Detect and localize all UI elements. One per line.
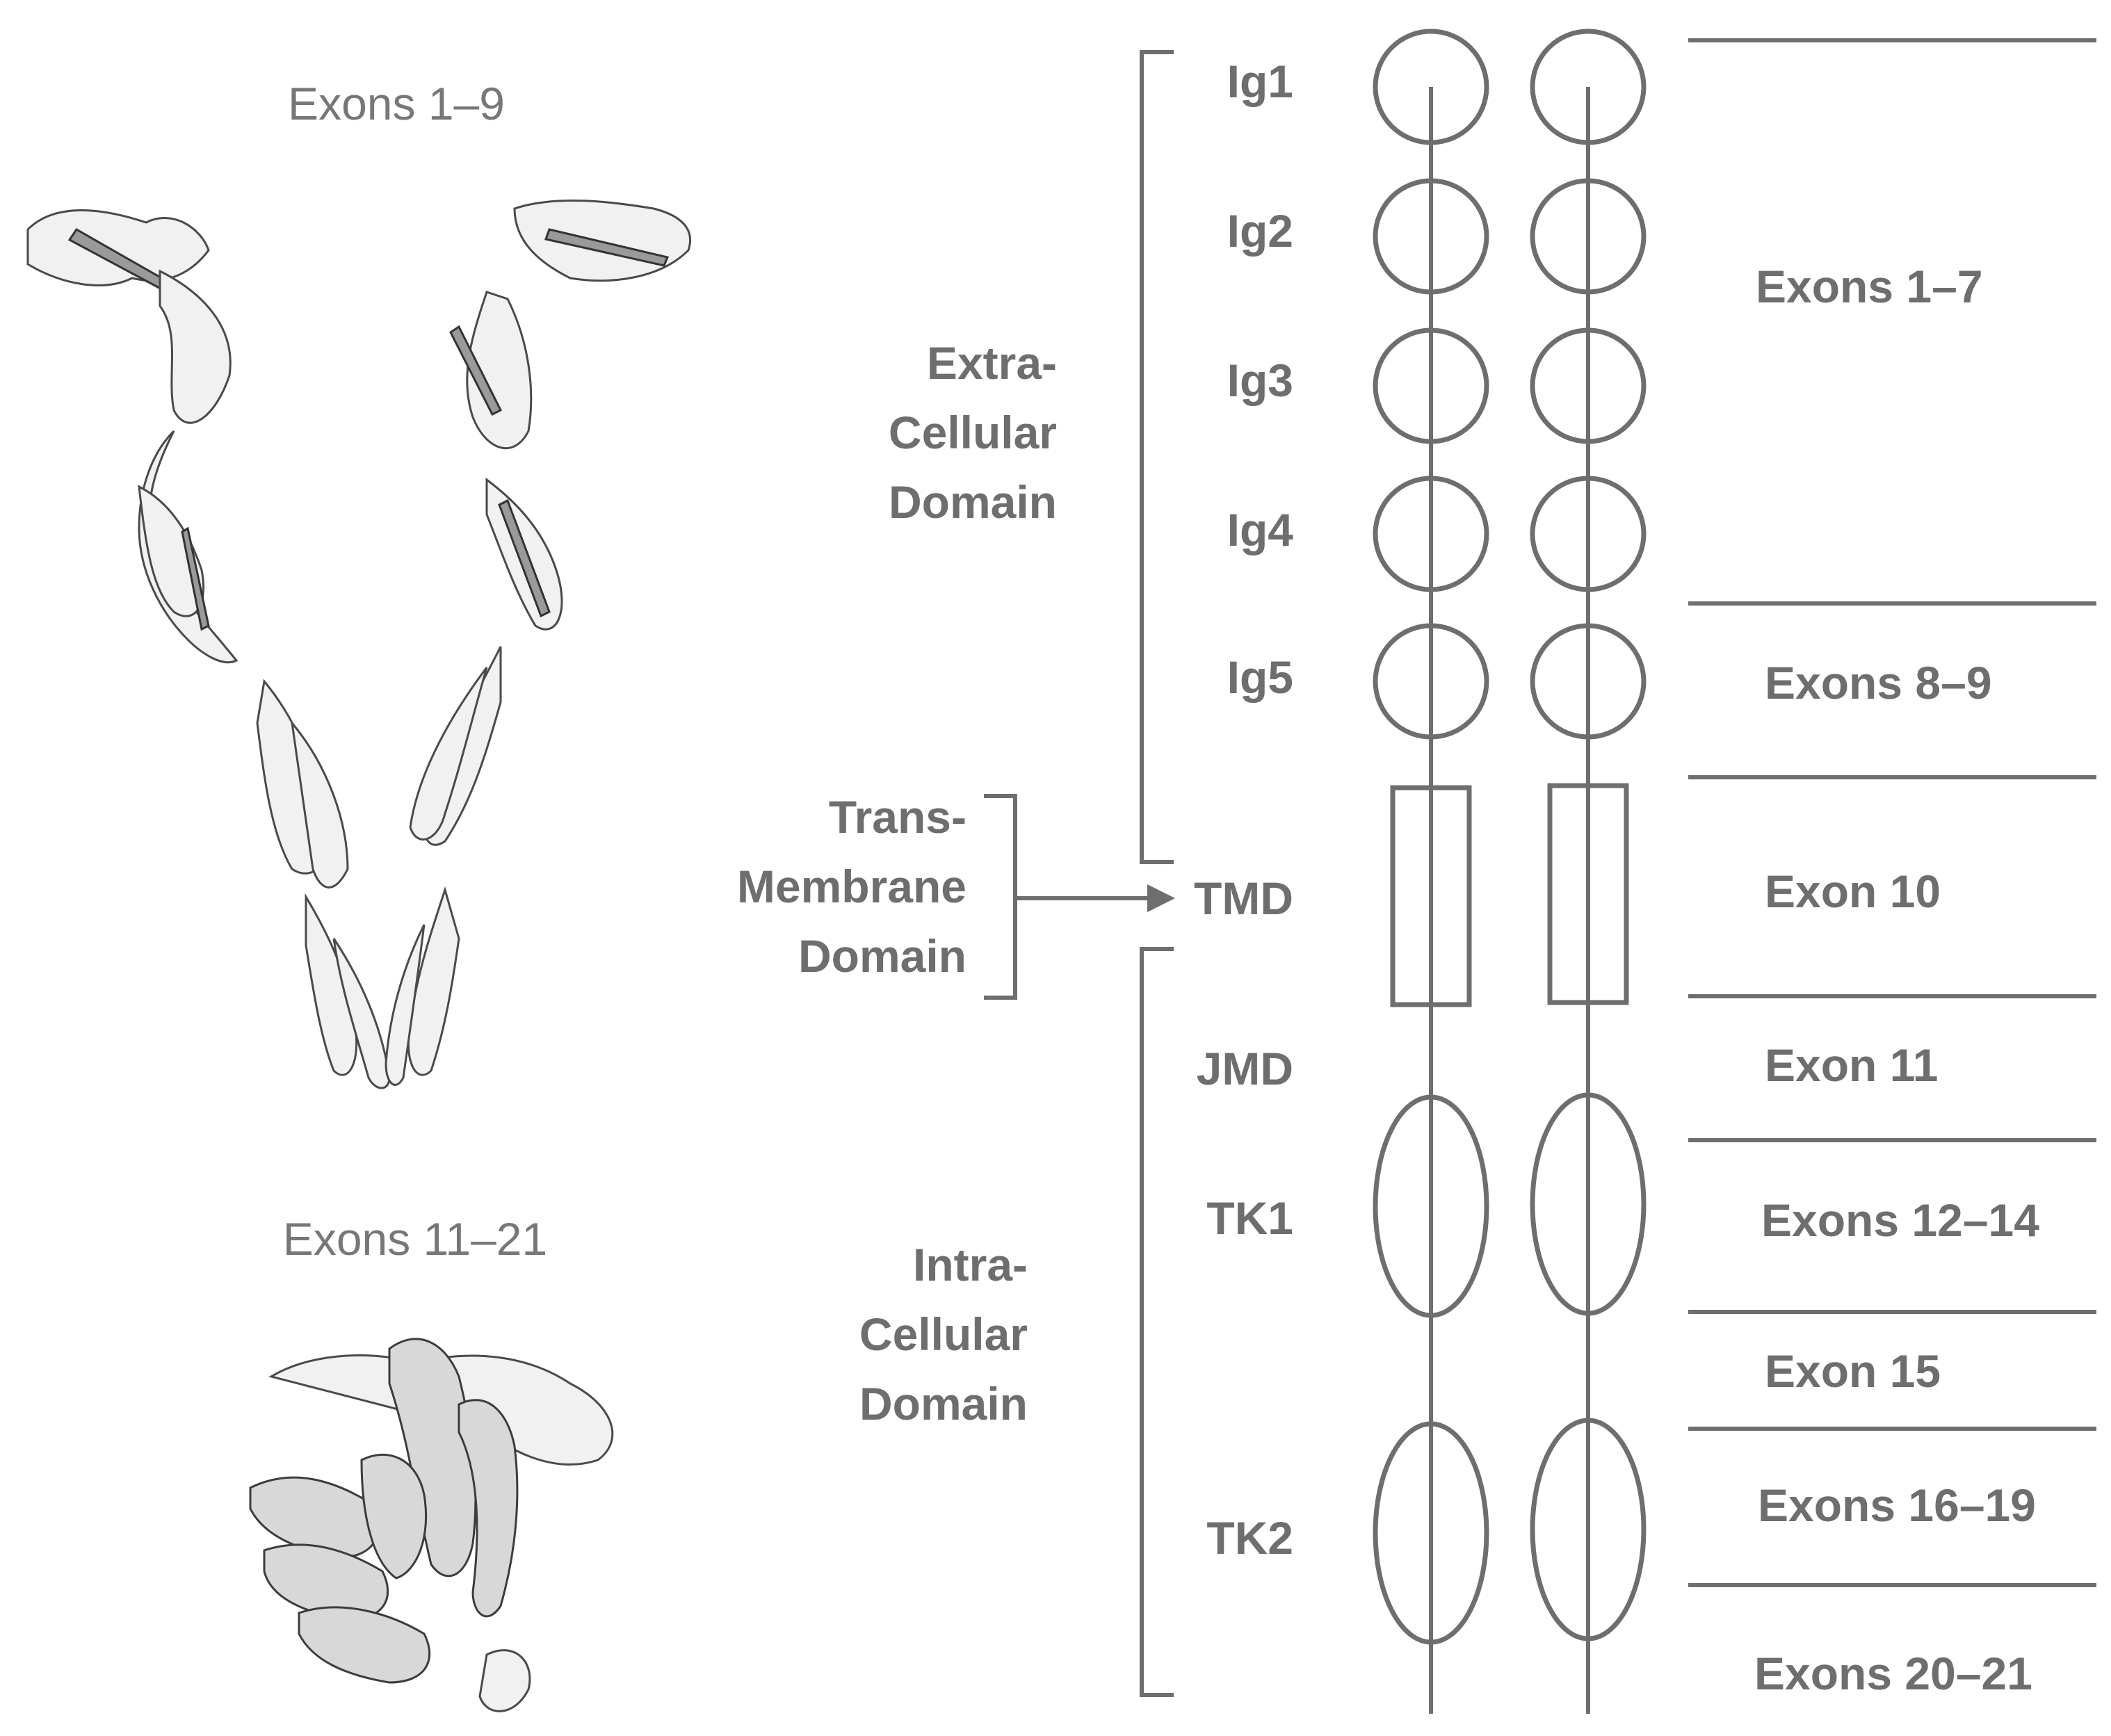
ig4-domain <box>1373 476 1489 592</box>
domain-label-jmd: JMD <box>1197 1043 1293 1094</box>
domain-label-ig1: Ig1 <box>1227 56 1293 107</box>
exon-label-8-9: Exons 8–9 <box>1765 657 1992 708</box>
svg-text:Trans-: Trans- <box>829 791 966 843</box>
svg-text:Intra-: Intra- <box>913 1239 1028 1290</box>
intracellular-structure-image <box>249 1338 614 1712</box>
transmembrane-bracket <box>984 794 1017 1000</box>
domain-labels: Ig1 Ig2 Ig3 Ig4 Ig5 TMD JMD TK1 TK2 <box>1194 56 1293 1564</box>
tk1-domain <box>1530 1092 1647 1316</box>
receptor-chain-right <box>1530 29 1647 1714</box>
ig2-domain <box>1530 178 1647 295</box>
tk1-domain <box>1373 1094 1489 1318</box>
exon-label-10: Exon 10 <box>1765 866 1941 917</box>
ig3-domain <box>1373 327 1489 444</box>
intracellular-domain-label: Intra- Cellular Domain <box>859 1239 1028 1429</box>
tk2-domain <box>1373 1421 1489 1645</box>
extracellular-domain-label: Extra- Cellular Domain <box>889 337 1057 528</box>
domain-label-tk2: TK2 <box>1206 1512 1293 1564</box>
domain-label-tmd: TMD <box>1194 873 1293 924</box>
tk2-domain <box>1530 1418 1647 1641</box>
svg-text:Domain: Domain <box>889 476 1057 528</box>
svg-text:Cellular: Cellular <box>889 407 1057 458</box>
intracellular-bracket <box>1140 947 1174 1697</box>
ig5-domain <box>1530 623 1647 740</box>
exon-label-16-19: Exons 16–19 <box>1758 1479 2036 1531</box>
structure-label-top: Exons 1–9 <box>288 78 505 129</box>
svg-text:Cellular: Cellular <box>859 1308 1028 1360</box>
exon-label-12-14: Exons 12–14 <box>1761 1194 2039 1246</box>
exon-label-11: Exon 11 <box>1765 1039 1938 1091</box>
exon-labels: Exons 1–7 Exons 8–9 Exon 10 Exon 11 Exon… <box>1754 261 2039 1699</box>
ig1-domain <box>1530 29 1647 145</box>
ig2-domain <box>1373 178 1489 295</box>
transmembrane-domain-label: Trans- Membrane Domain <box>737 791 966 982</box>
domain-label-tk1: TK1 <box>1206 1192 1293 1244</box>
extracellular-bracket <box>1140 50 1174 864</box>
transmembrane-arrowhead <box>1147 884 1175 912</box>
domain-label-ig2: Ig2 <box>1227 205 1293 257</box>
svg-text:Membrane: Membrane <box>737 861 966 912</box>
exon-dividers <box>1688 38 2096 1587</box>
domain-label-ig3: Ig3 <box>1227 355 1293 406</box>
structure-label-bottom: Exons 11–21 <box>283 1213 547 1265</box>
domain-label-ig4: Ig4 <box>1227 504 1294 555</box>
svg-text:Domain: Domain <box>859 1378 1028 1429</box>
svg-text:Domain: Domain <box>798 930 966 982</box>
ig5-domain <box>1373 623 1489 740</box>
extracellular-structure-image <box>26 199 692 1089</box>
ig3-domain <box>1530 327 1647 444</box>
exon-label-15: Exon 15 <box>1765 1345 1941 1397</box>
tmd-domain <box>1547 783 1629 1005</box>
domain-label-ig5: Ig5 <box>1227 651 1293 703</box>
receptor-chain-left <box>1373 29 1489 1714</box>
exon-label-20-21: Exons 20–21 <box>1754 1648 2032 1699</box>
tmd-domain <box>1390 785 1472 1007</box>
ig1-domain <box>1373 29 1489 145</box>
svg-text:Extra-: Extra- <box>927 337 1057 389</box>
exon-label-1-7: Exons 1–7 <box>1756 261 1983 312</box>
ig4-domain <box>1530 476 1647 592</box>
